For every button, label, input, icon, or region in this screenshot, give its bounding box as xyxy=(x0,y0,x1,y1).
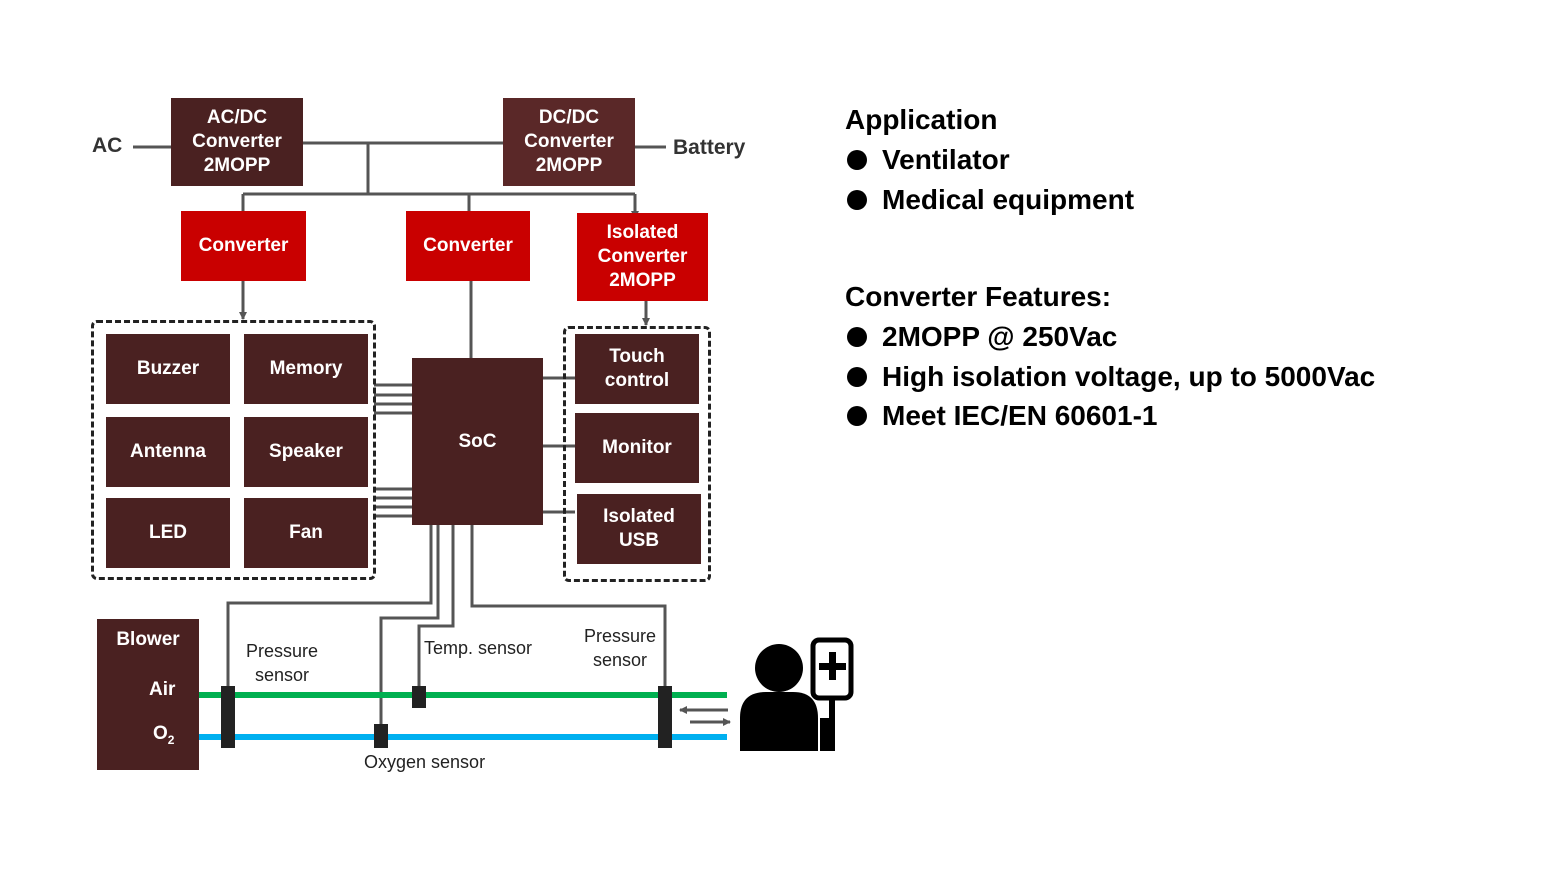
soc-block: SoC xyxy=(412,358,543,525)
pressure-sensor-left-label: Pressure sensor xyxy=(245,641,319,685)
monitor-block: Monitor xyxy=(575,413,699,483)
fan-block: Fan xyxy=(244,498,368,568)
peripheral-group-left xyxy=(91,320,376,580)
peripheral-group-right xyxy=(563,326,711,582)
converter-mid-block: Converter xyxy=(406,211,530,281)
oxygen-sensor-label: Oxygen sensor xyxy=(364,752,486,772)
features-panel: Application Ventilator Medical equipment… xyxy=(845,100,1545,436)
patient-with-iv-icon xyxy=(740,637,854,751)
acdc-converter-block: AC/DC Converter 2MOPP xyxy=(171,98,303,186)
list-item: Ventilator xyxy=(845,140,1545,180)
bullet-icon xyxy=(847,327,867,347)
led-block: LED xyxy=(106,498,230,568)
memory-block: Memory xyxy=(244,334,368,404)
application-list: Ventilator Medical equipment xyxy=(845,140,1545,219)
antenna-block: Antenna xyxy=(106,417,230,487)
temp-sensor-label: Temp. sensor xyxy=(424,638,533,658)
buzzer-block: Buzzer xyxy=(106,334,230,404)
temp-sensor-marker xyxy=(412,686,426,708)
features-title: Converter Features: xyxy=(845,281,1112,312)
blower-title: Blower xyxy=(116,629,180,650)
bullet-icon xyxy=(847,366,867,387)
bullet-icon xyxy=(847,189,867,210)
bullet-icon xyxy=(847,150,867,170)
pressure-sensor-right-marker xyxy=(658,686,672,748)
bullet-icon xyxy=(847,406,867,426)
pressure-sensor-left-marker xyxy=(221,686,235,748)
air-label: Air xyxy=(149,679,176,700)
o2-label: O2 xyxy=(153,723,175,747)
list-item: High isolation voltage, up to 5000Vac xyxy=(845,357,1545,397)
list-item: Meet IEC/EN 60601-1 xyxy=(845,396,1545,436)
oxygen-sensor-marker xyxy=(374,724,388,748)
blower-block: Blower Air O2 xyxy=(97,619,199,770)
touch-control-block: Touch control xyxy=(575,334,699,404)
application-title: Application xyxy=(845,104,998,135)
battery-label: Battery xyxy=(673,136,746,159)
list-item: 2MOPP @ 250Vac xyxy=(845,317,1545,357)
list-item: Medical equipment xyxy=(845,180,1545,220)
features-list: 2MOPP @ 250Vac High isolation voltage, u… xyxy=(845,317,1545,436)
converter-left-block: Converter xyxy=(181,211,306,281)
speaker-block: Speaker xyxy=(244,417,368,487)
isolated-converter-block: Isolated Converter 2MOPP xyxy=(577,213,708,301)
ac-label: AC xyxy=(92,134,123,157)
pressure-sensor-right-label: Pressure sensor xyxy=(583,626,657,670)
dcdc-converter-block: DC/DC Converter 2MOPP xyxy=(503,98,635,186)
isolated-usb-block: Isolated USB xyxy=(577,494,701,564)
